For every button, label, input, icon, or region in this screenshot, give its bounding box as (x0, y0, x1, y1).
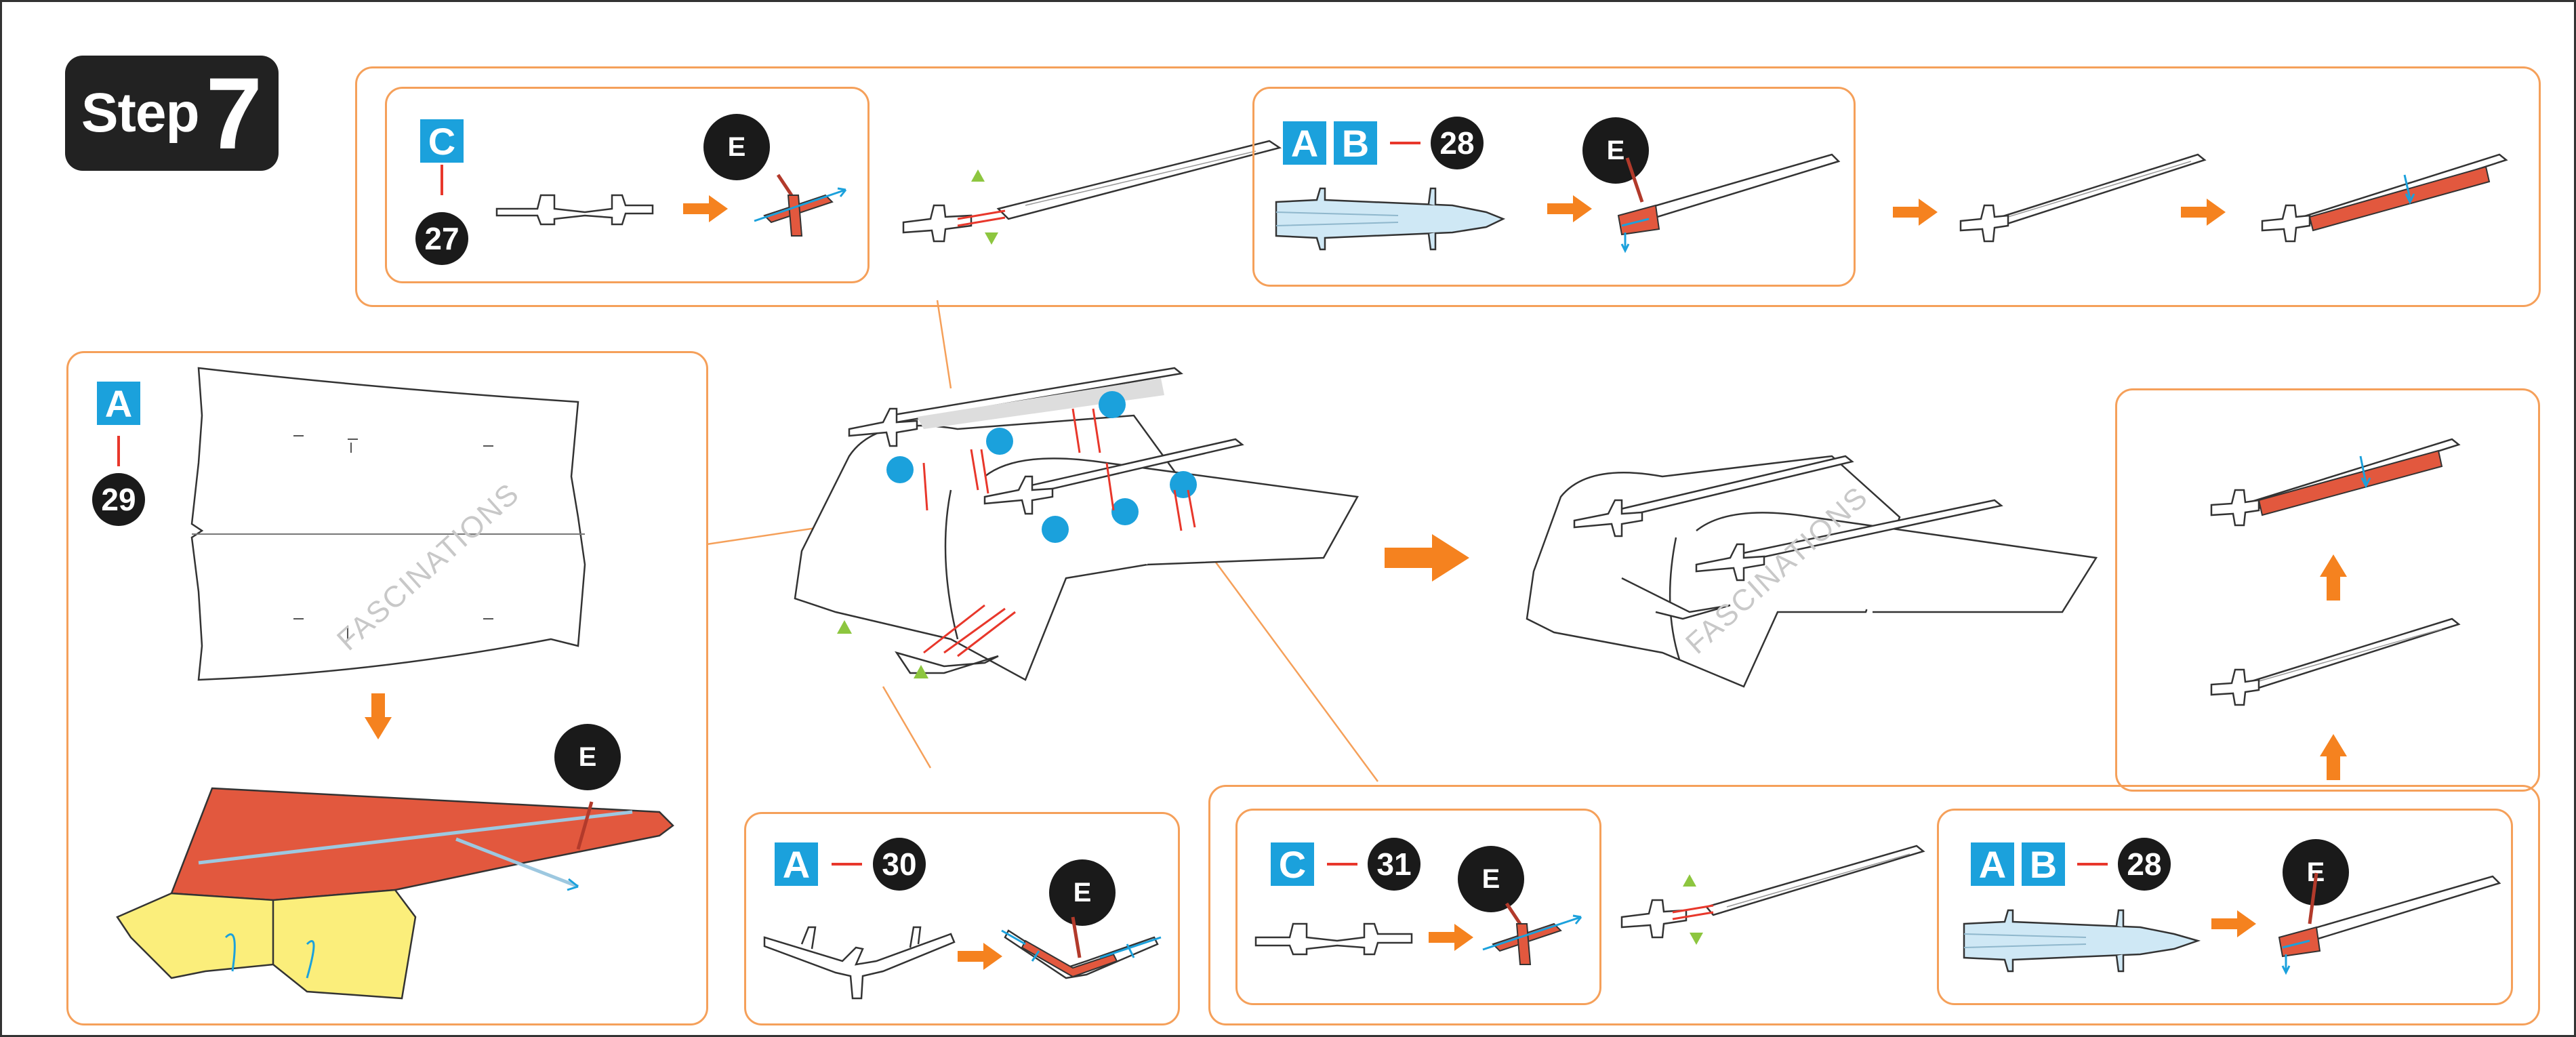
step-number: 7 (205, 56, 263, 170)
part-28-fin (1275, 187, 1506, 251)
orange-up-arrow (2320, 734, 2347, 780)
part-number-27: 27 (415, 212, 468, 265)
assembled-wing-glued (2210, 438, 2461, 527)
orange-arrow (958, 943, 1002, 970)
part-label-b: B (1334, 121, 1377, 165)
connector-line (117, 436, 120, 466)
part-label-a: A (97, 382, 140, 425)
connector-line (2077, 863, 2108, 866)
folded-sheet-glued (116, 787, 674, 1000)
main-assembly-exploded (794, 367, 1359, 681)
orange-arrow (2211, 910, 2256, 937)
wing-joint-detail (902, 140, 1282, 245)
orange-arrow (683, 195, 728, 222)
part-label-a: A (1971, 842, 2014, 886)
large-orange-arrow (1385, 534, 1469, 582)
step-badge: Step 7 (65, 56, 279, 171)
panel-a-29 (66, 351, 708, 1025)
panel-c-27 (385, 87, 870, 283)
connector-line (441, 165, 443, 195)
e-glue-badge: E (554, 724, 621, 790)
part-27-piece (495, 194, 654, 226)
orange-arrow (1893, 199, 1938, 226)
part-30-piece (763, 926, 956, 1000)
panel-ab-28 (1252, 87, 1856, 287)
assembled-wing-plain (2210, 617, 2461, 706)
glued-wing-detail (1617, 153, 1841, 253)
glued-wing-detail (2278, 872, 2501, 975)
part-28-fin (1963, 909, 2201, 973)
panel-c-31 (1235, 809, 1601, 1005)
part-label-b: B (2022, 842, 2065, 886)
right-sequence-panel (2115, 388, 2540, 792)
part-number-28: 28 (1431, 117, 1484, 169)
bottom-assembly-panel (1208, 785, 2540, 1025)
e-glue-badge: E (1582, 117, 1649, 184)
orange-up-arrow (2320, 554, 2347, 601)
part-label-a: A (775, 842, 818, 886)
part-label-a: A (1283, 121, 1326, 165)
e-glue-badge: E (1458, 846, 1524, 912)
e-glue-badge: E (703, 114, 770, 180)
connector-line (1390, 142, 1420, 144)
glued-part-30-detail (1001, 916, 1162, 979)
assembled-wing-glued (2261, 153, 2508, 243)
connector-line (1327, 863, 1357, 866)
completed-assembly (1526, 455, 2098, 688)
glued-part-detail (754, 174, 847, 237)
part-31-piece (1254, 922, 1413, 956)
part-number-28: 28 (2118, 838, 2171, 891)
part-number-30: 30 (873, 838, 926, 891)
orange-arrow (1547, 195, 1592, 222)
connector-line (832, 863, 862, 866)
panel-a-30 (744, 812, 1180, 1025)
panel-ab-28-lower (1937, 809, 2513, 1005)
glued-part-31-detail (1482, 902, 1582, 965)
orange-down-arrow (365, 693, 392, 739)
part-label-c: C (1271, 842, 1314, 886)
part-label-c: C (420, 119, 464, 163)
orange-arrow (1429, 924, 1473, 951)
e-glue-badge: E (1049, 859, 1116, 926)
e-glue-badge: E (2283, 839, 2349, 906)
step-word: Step (81, 82, 200, 144)
part-number-29: 29 (92, 473, 145, 526)
assembled-wing-plain (1959, 153, 2207, 243)
top-assembly-panel (355, 66, 2541, 307)
wing-joint-detail (1620, 845, 1925, 945)
part-29-sheet (190, 367, 586, 681)
orange-arrow (2181, 199, 2226, 226)
part-number-31: 31 (1368, 838, 1420, 891)
